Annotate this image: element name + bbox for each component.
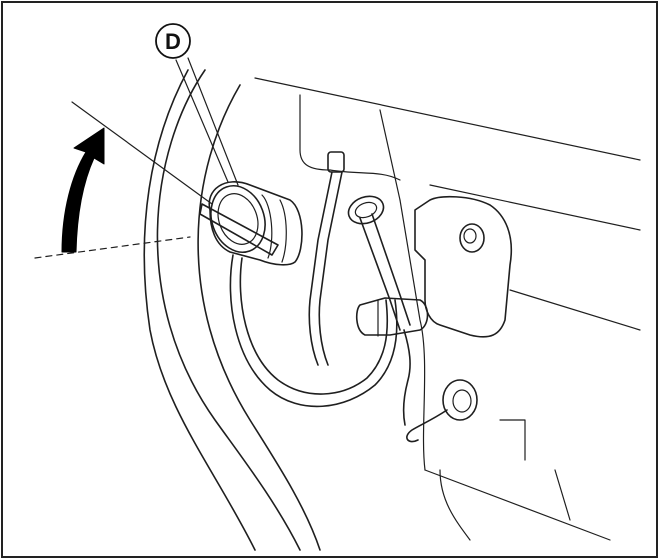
rotation-reference-lines <box>34 101 213 259</box>
mounting-bracket <box>414 195 513 338</box>
rotation-arrow <box>61 127 105 253</box>
breather-pipe <box>308 151 345 366</box>
hose-clip <box>355 297 429 337</box>
engine-cover-outline <box>143 69 321 551</box>
callout-label: D <box>165 29 181 54</box>
callout-d: D <box>155 23 191 59</box>
oil-port <box>347 195 411 331</box>
lower-fitting <box>402 329 478 443</box>
drain-plug-cap <box>199 181 303 266</box>
drain-hose <box>229 254 398 408</box>
callout-leader-lines <box>175 57 239 186</box>
engine-block <box>254 77 641 541</box>
